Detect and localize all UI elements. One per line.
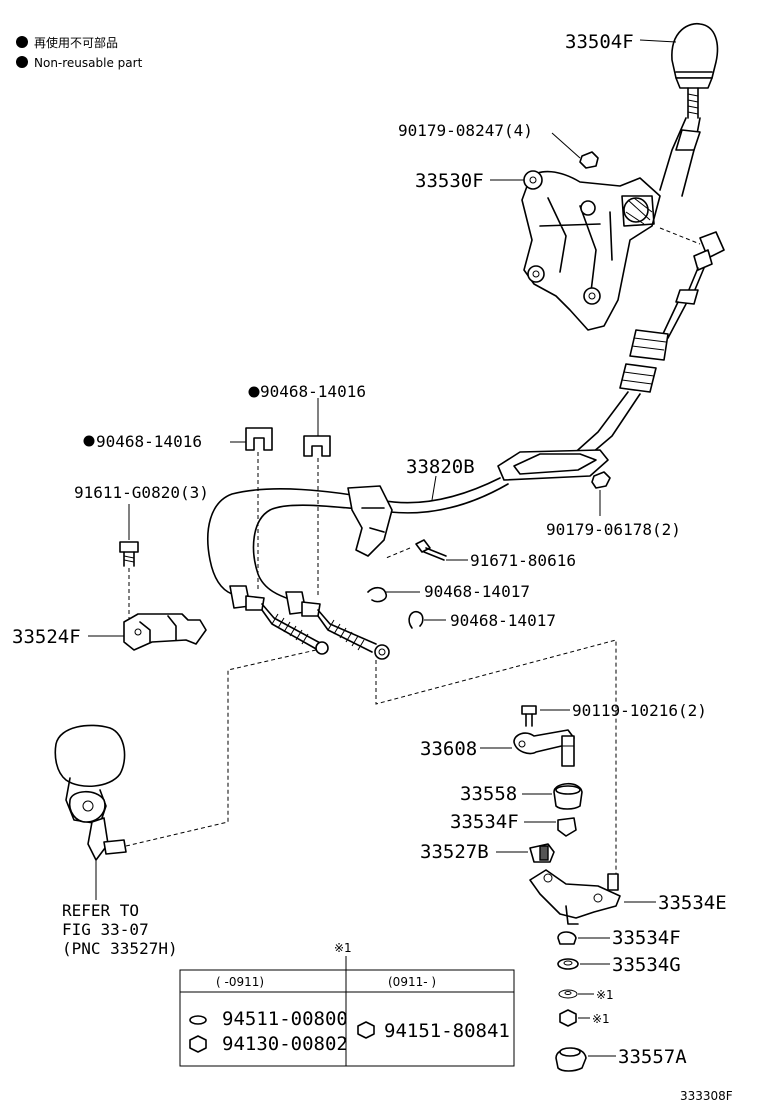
table-col1-row2: 94130-00802 xyxy=(222,1033,348,1055)
label-33608: 33608 xyxy=(420,738,477,760)
label-90179-06178: 90179-06178(2) xyxy=(546,520,681,539)
label-91611-G0820: 91611-G0820(3) xyxy=(74,483,209,502)
label-90468-14017-top: 90468-14017 xyxy=(424,582,530,601)
washer-icon xyxy=(189,1015,207,1025)
label-x1-nut: ※1 xyxy=(592,1012,610,1026)
label-33820B: 33820B xyxy=(406,456,475,478)
label-33534G: 33534G xyxy=(612,954,681,976)
table-col2-row1: 94151-80841 xyxy=(384,1020,510,1042)
bolt-91611-drawing xyxy=(119,541,139,567)
table-marker: ※1 xyxy=(334,941,352,955)
figure-id: 333308F xyxy=(680,1089,733,1103)
table-col1-head: ( -0911) xyxy=(216,975,264,989)
shift-knob-drawing xyxy=(671,22,719,119)
label-90179-08247: 90179-08247(4) xyxy=(398,121,533,140)
nut-icon xyxy=(189,1035,207,1053)
bolt-90119-drawing xyxy=(521,705,537,727)
label-33558: 33558 xyxy=(460,783,517,805)
non-reusable-dot-icon xyxy=(83,435,95,447)
refer-line-2: FIG 33-07 xyxy=(62,920,149,939)
nut-icon xyxy=(357,1021,375,1039)
refer-line-1: REFER TO xyxy=(62,901,139,920)
label-33530F: 33530F xyxy=(415,170,484,192)
label-90468-14016-left: 90468-14016 xyxy=(96,432,202,451)
legend-en: Non-reusable part xyxy=(34,56,143,70)
table-col2-head: (0911- ) xyxy=(388,975,436,989)
label-33557A: 33557A xyxy=(618,1046,687,1068)
label-33534E: 33534E xyxy=(658,892,727,914)
label-33504F: 33504F xyxy=(565,31,634,53)
legend-jp: 再使用不可部品 xyxy=(34,35,118,50)
lever-33608-drawing xyxy=(513,729,575,767)
variant-table: ※1 ( -0911) (0911- ) 94511-00800 94130-0… xyxy=(179,941,515,1067)
label-33534F-upper: 33534F xyxy=(450,811,519,833)
bracket-33524F-drawing xyxy=(123,613,207,651)
legend: 再使用不可部品 Non-reusable part xyxy=(16,35,143,70)
bolt-91671-drawing xyxy=(415,539,447,561)
clips-90468-14016-drawing xyxy=(245,427,331,457)
label-33534F-lower: 33534F xyxy=(612,927,681,949)
label-x1-washer: ※1 xyxy=(596,988,614,1002)
transmission-lever-drawing xyxy=(54,724,127,861)
cable-end-connector-drawing xyxy=(661,231,725,339)
table-col1-row1: 94511-00800 xyxy=(222,1008,348,1030)
non-reusable-dot-icon xyxy=(16,56,28,68)
lever-33534E-drawing xyxy=(529,869,621,925)
label-90468-14017-bottom: 90468-14017 xyxy=(450,611,556,630)
label-90468-14016-right: 90468-14016 xyxy=(260,382,366,401)
non-reusable-dot-icon xyxy=(16,36,28,48)
non-reusable-dot-icon xyxy=(248,386,260,398)
label-33527B: 33527B xyxy=(420,841,489,863)
shift-lever-assembly-drawing xyxy=(521,117,701,331)
label-33524F: 33524F xyxy=(12,626,81,648)
shift-cables-drawing xyxy=(207,329,669,660)
refer-line-3: (PNC 33527H) xyxy=(62,939,178,958)
label-91671-80616: 91671-80616 xyxy=(470,551,576,570)
label-90119-10216: 90119-10216(2) xyxy=(572,701,707,720)
